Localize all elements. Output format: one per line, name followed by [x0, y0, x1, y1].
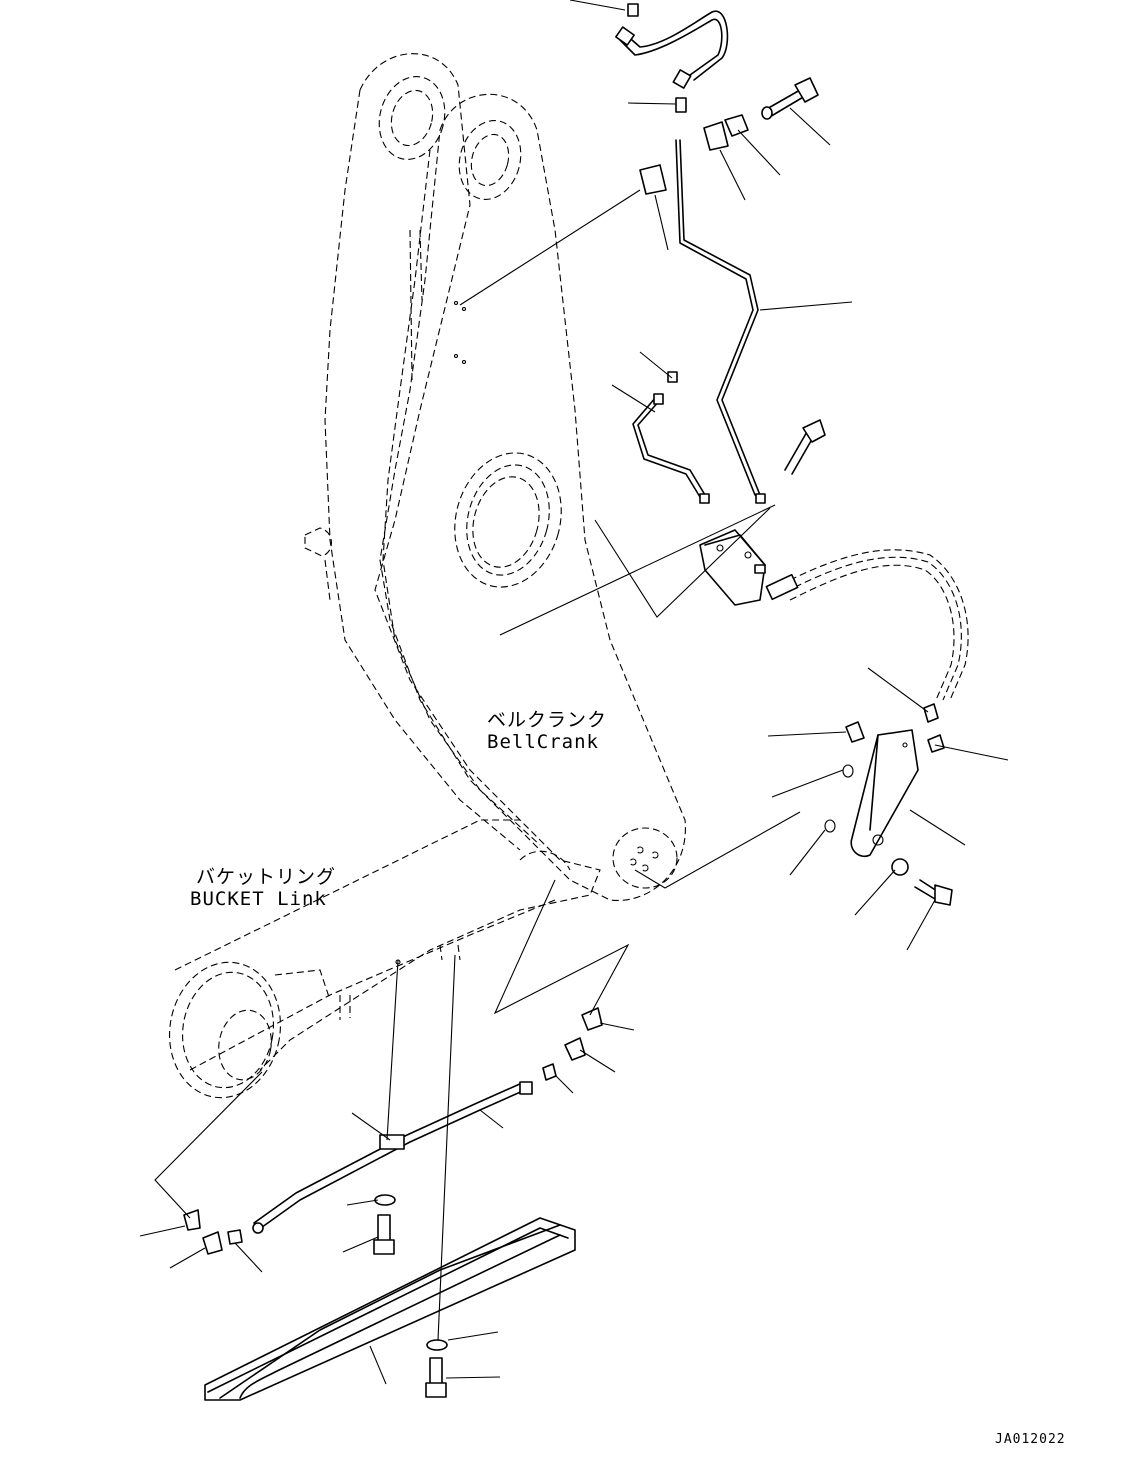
- clip-icon: [379, 1134, 405, 1150]
- leader-lines: [139, 0, 1009, 1385]
- bucket-link-label-en: BUCKET Link: [190, 888, 327, 910]
- bolt-icon: [761, 77, 819, 120]
- elbow-fitting-icon: [183, 1209, 201, 1231]
- nipple-icon: [227, 1229, 243, 1245]
- bellcrank-label-jp: ベルクランク: [487, 709, 608, 731]
- bellcrank-label-en: BellCrank: [487, 731, 599, 753]
- bolt-icon: [914, 879, 953, 906]
- bolt-icon: [784, 419, 826, 475]
- hose-icon: [615, 3, 729, 89]
- cover-icon: [204, 1217, 576, 1401]
- pipe-icon: [632, 396, 706, 498]
- elbow-fitting-icon: [202, 1231, 223, 1255]
- washer-icon: [842, 764, 854, 778]
- pipe-icon: [253, 1082, 526, 1231]
- washer-icon: [824, 819, 836, 833]
- clip-icon: [703, 121, 729, 151]
- bolt-icon: [425, 1357, 447, 1398]
- nipple-icon: [923, 703, 939, 723]
- nipple-icon: [542, 1063, 557, 1081]
- hose-icon: [765, 549, 969, 701]
- nipple-icon: [675, 97, 687, 113]
- washer-icon: [891, 858, 909, 876]
- pipe-icon: [675, 139, 761, 496]
- clip-icon: [724, 114, 749, 137]
- block-icon: [699, 493, 766, 606]
- bucket-link-outline: [169, 819, 601, 1099]
- elbow-fitting-icon: [564, 1037, 586, 1061]
- drawing-code: JA012022: [995, 1432, 1066, 1447]
- clip-icon: [639, 164, 667, 195]
- bellcrank-outline: [304, 53, 686, 901]
- nipple-icon: [927, 734, 945, 753]
- bucket-link-label-jp: バケットリング: [196, 866, 337, 888]
- washer-icon: [426, 1339, 448, 1351]
- bracket-icon: [850, 729, 919, 857]
- bolt-icon: [373, 1214, 395, 1255]
- nipple-icon: [845, 721, 865, 743]
